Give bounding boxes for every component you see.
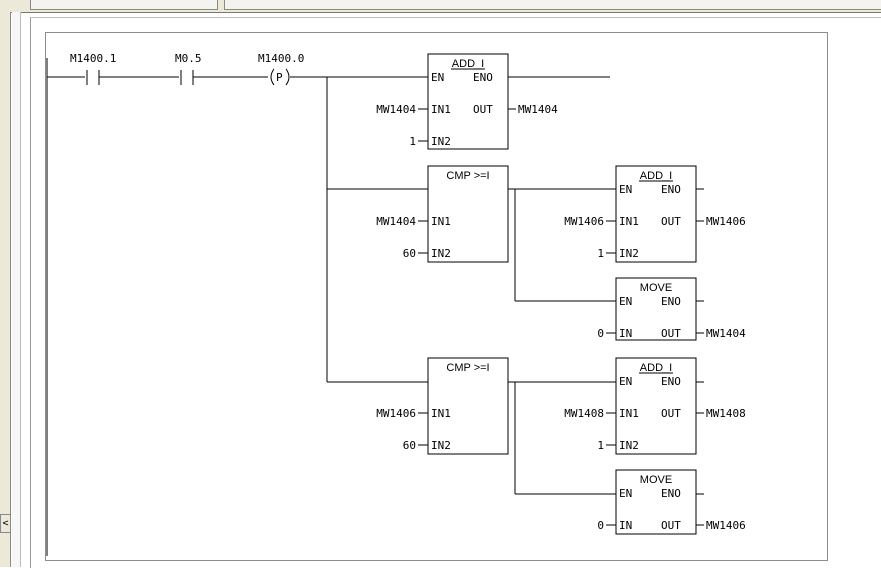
svg-text:IN1: IN1	[431, 103, 451, 116]
add-i-block[interactable]: ADD_I EN ENO IN1 OUT IN2	[427, 53, 509, 150]
svg-text:IN: IN	[619, 327, 632, 340]
svg-text:ENO: ENO	[661, 183, 681, 196]
contact-label: M0.5	[175, 52, 202, 65]
svg-text:IN2: IN2	[619, 247, 639, 260]
add-i-block[interactable]: ADD_I EN ENO IN1 OUT IN2	[615, 357, 697, 455]
svg-text:MOVE: MOVE	[640, 282, 672, 294]
out-operand: MW1408	[706, 407, 746, 420]
tab-right[interactable]	[224, 0, 881, 10]
svg-text:IN2: IN2	[431, 135, 451, 148]
svg-text:EN: EN	[619, 375, 632, 388]
left-panel-strip	[12, 12, 21, 567]
svg-text:OUT: OUT	[661, 407, 681, 420]
edge-letter: P	[276, 71, 283, 84]
svg-text:EN: EN	[619, 183, 632, 196]
in1-operand: MW1404	[376, 215, 416, 228]
in2-operand: 1	[409, 135, 416, 148]
tab-left[interactable]	[30, 0, 218, 10]
svg-text:CMP >=I: CMP >=I	[446, 362, 489, 374]
svg-text:IN2: IN2	[431, 439, 451, 452]
contact-label: M1400.1	[70, 52, 116, 65]
contact-m0-5[interactable]: M0.5	[175, 52, 202, 85]
contact-label: M1400.0	[258, 52, 304, 65]
in1-operand: MW1406	[376, 407, 416, 420]
in-operand: 0	[597, 519, 604, 532]
svg-text:ENO: ENO	[661, 487, 681, 500]
add-i-block[interactable]: ADD_I EN ENO IN1 OUT IN2	[615, 165, 697, 263]
svg-text:OUT: OUT	[661, 519, 681, 532]
svg-text:ENO: ENO	[661, 295, 681, 308]
svg-text:IN2: IN2	[431, 247, 451, 260]
svg-text:IN2: IN2	[619, 439, 639, 452]
in2-operand: 1	[597, 247, 604, 260]
svg-text:IN: IN	[619, 519, 632, 532]
svg-text:IN1: IN1	[431, 407, 451, 420]
contact-m1400-1[interactable]: M1400.1	[70, 52, 116, 85]
in1-operand: MW1408	[564, 407, 604, 420]
out-operand: MW1406	[706, 519, 746, 532]
svg-text:OUT: OUT	[661, 327, 681, 340]
in-operand: 0	[597, 327, 604, 340]
out-operand: MW1406	[706, 215, 746, 228]
svg-text:CMP >=I: CMP >=I	[446, 170, 489, 182]
svg-text:ADD_I: ADD_I	[640, 170, 672, 182]
svg-text:IN1: IN1	[619, 215, 639, 228]
svg-text:EN: EN	[619, 487, 632, 500]
in2-operand: 60	[403, 247, 416, 260]
in2-operand: 60	[403, 439, 416, 452]
svg-text:IN1: IN1	[431, 215, 451, 228]
in1-operand: MW1406	[564, 215, 604, 228]
svg-text:EN: EN	[431, 71, 444, 84]
svg-text:ENO: ENO	[473, 71, 493, 84]
move-block[interactable]: MOVE EN ENO IN OUT	[615, 277, 697, 341]
svg-text:ADD_I: ADD_I	[640, 362, 672, 374]
svg-text:ADD_I: ADD_I	[452, 58, 484, 70]
in2-operand: 1	[597, 439, 604, 452]
svg-text:OUT: OUT	[473, 103, 493, 116]
svg-text:EN: EN	[619, 295, 632, 308]
out-operand: MW1404	[518, 103, 558, 116]
scroll-left-icon[interactable]: <	[0, 514, 11, 533]
svg-text:ENO: ENO	[661, 375, 681, 388]
edge-detector-p[interactable]: P M1400.0	[258, 52, 304, 86]
svg-text:OUT: OUT	[661, 215, 681, 228]
cmp-ge-i-block[interactable]: CMP >=I IN1 IN2	[427, 165, 509, 263]
out-operand: MW1404	[706, 327, 746, 340]
left-panel	[0, 12, 11, 567]
move-block[interactable]: MOVE EN ENO IN OUT	[615, 469, 697, 535]
svg-text:IN1: IN1	[619, 407, 639, 420]
svg-text:MOVE: MOVE	[640, 474, 672, 486]
in1-operand: MW1404	[376, 103, 416, 116]
cmp-ge-i-block[interactable]: CMP >=I IN1 IN2	[427, 357, 509, 455]
